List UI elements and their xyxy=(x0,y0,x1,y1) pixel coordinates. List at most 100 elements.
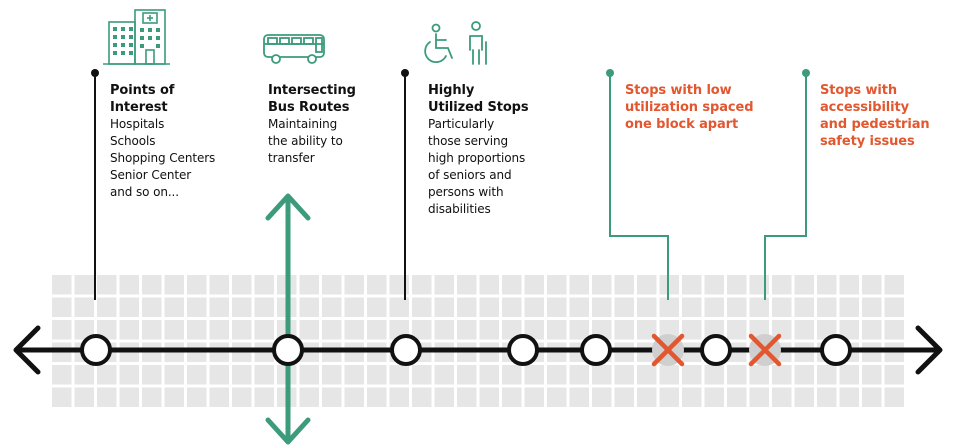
grid-block xyxy=(52,275,72,295)
grid-block xyxy=(434,320,454,340)
stop-marker xyxy=(390,334,422,366)
grid-block xyxy=(772,297,792,317)
grid-block xyxy=(52,320,72,340)
grid-block xyxy=(97,275,117,295)
grid-block xyxy=(727,275,747,295)
grid-block xyxy=(727,387,747,407)
grid-block xyxy=(457,320,477,340)
grid-block xyxy=(97,387,117,407)
label-body: Maintaining the ability to transfer xyxy=(268,117,343,165)
stop-marker xyxy=(80,334,112,366)
grid-block xyxy=(164,365,184,385)
wheelchair-and-person-icon xyxy=(424,21,487,65)
grid-block xyxy=(232,320,252,340)
grid-block xyxy=(74,297,94,317)
label-title: Intersecting Bus Routes xyxy=(268,83,356,115)
grid-block xyxy=(344,275,364,295)
grid-block xyxy=(682,365,702,385)
grid-block xyxy=(502,365,522,385)
grid-block xyxy=(749,297,769,317)
grid-block xyxy=(232,365,252,385)
grid-block xyxy=(704,275,724,295)
grid-block xyxy=(614,320,634,340)
grid-block xyxy=(412,387,432,407)
grid-block xyxy=(322,365,342,385)
grid-block xyxy=(142,320,162,340)
grid-block xyxy=(659,387,679,407)
grid-block xyxy=(614,297,634,317)
grid-block xyxy=(344,365,364,385)
grid-block xyxy=(727,365,747,385)
grid-block xyxy=(659,297,679,317)
grid-block xyxy=(839,320,859,340)
grid-block xyxy=(637,275,657,295)
grid-block xyxy=(637,320,657,340)
grid-block xyxy=(344,320,364,340)
grid-block xyxy=(704,387,724,407)
label-title: Highly Utilized Stops xyxy=(428,83,529,115)
grid-block xyxy=(412,320,432,340)
grid-block xyxy=(749,387,769,407)
grid-block xyxy=(547,387,567,407)
grid-block xyxy=(254,320,274,340)
grid-block xyxy=(817,297,837,317)
grid-block xyxy=(524,387,544,407)
grid-block xyxy=(187,297,207,317)
grid-block xyxy=(187,387,207,407)
grid-block xyxy=(187,365,207,385)
grid-block xyxy=(637,387,657,407)
grid-block xyxy=(299,365,319,385)
grid-block xyxy=(232,387,252,407)
grid-block xyxy=(817,275,837,295)
grid-block xyxy=(74,320,94,340)
grid-block xyxy=(322,275,342,295)
grid-block xyxy=(794,297,814,317)
grid-block xyxy=(389,387,409,407)
grid-block xyxy=(614,365,634,385)
grid-block xyxy=(839,275,859,295)
grid-block xyxy=(569,275,589,295)
grid-block xyxy=(704,297,724,317)
grid-block xyxy=(547,297,567,317)
grid-block xyxy=(119,365,139,385)
removed-stop-safety-issue xyxy=(748,333,782,367)
grid-block xyxy=(862,387,882,407)
grid-block xyxy=(592,275,612,295)
grid-block xyxy=(862,297,882,317)
removed-stop-low-utilization xyxy=(651,333,685,367)
grid-block xyxy=(412,275,432,295)
grid-block xyxy=(434,275,454,295)
grid-block xyxy=(772,365,792,385)
grid-block xyxy=(74,275,94,295)
grid-block xyxy=(389,365,409,385)
grid-block xyxy=(862,320,882,340)
grid-block xyxy=(839,365,859,385)
grid-block xyxy=(817,365,837,385)
stop-marker xyxy=(507,334,539,366)
grid-block xyxy=(389,297,409,317)
grid-block xyxy=(299,320,319,340)
grid-block xyxy=(884,275,904,295)
grid-block xyxy=(502,297,522,317)
label-accessibility-issues: Stops with accessibility and pedestrian … xyxy=(820,83,930,149)
grid-block xyxy=(142,365,162,385)
grid-block xyxy=(727,320,747,340)
label-low-utilization: Stops with low utilization spaced one bl… xyxy=(625,83,754,132)
grid-block xyxy=(524,365,544,385)
grid-block xyxy=(884,365,904,385)
grid-block xyxy=(97,297,117,317)
grid-block xyxy=(254,275,274,295)
label-body: Hospitals Schools Shopping Centers Senio… xyxy=(110,117,216,199)
grid-block xyxy=(97,365,117,385)
grid-block xyxy=(884,297,904,317)
grid-block xyxy=(524,275,544,295)
grid-block xyxy=(74,365,94,385)
grid-block xyxy=(412,297,432,317)
grid-block xyxy=(344,387,364,407)
grid-block xyxy=(367,275,387,295)
stops xyxy=(80,334,852,366)
grid-block xyxy=(97,320,117,340)
grid-block xyxy=(547,275,567,295)
grid-block xyxy=(479,387,499,407)
